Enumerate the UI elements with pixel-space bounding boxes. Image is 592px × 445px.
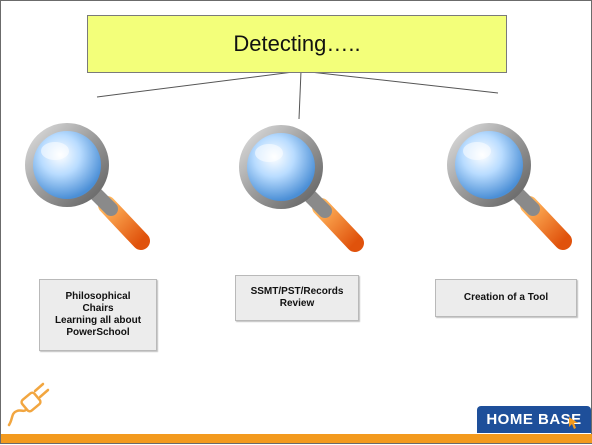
- connector-line-left: [96, 70, 302, 98]
- title-box: Detecting…..: [87, 15, 507, 73]
- bottom-accent-bar: [1, 434, 592, 443]
- plug-icon: [7, 382, 50, 427]
- caption-line: Learning all about: [54, 315, 142, 326]
- caption-box-philosophical-chairs: Philosophical Chairs Learning all about …: [39, 279, 157, 351]
- magnifying-glass-icon: [239, 125, 364, 252]
- magnifying-glass-icon: [447, 123, 572, 250]
- caption-line: Philosophical: [65, 291, 131, 302]
- slide-title: Detecting…..: [233, 31, 361, 56]
- logo-text: HOME BASE: [486, 411, 582, 428]
- connector-line-right: [300, 70, 499, 94]
- magnifying-glass-icon: [25, 123, 150, 250]
- caption-line: SSMT/PST/Records: [250, 286, 344, 297]
- caption-line: Review: [279, 298, 315, 309]
- caption-line: PowerSchool: [66, 327, 130, 338]
- caption-box-creation-of-tool: Creation of a Tool: [435, 279, 577, 317]
- home-base-logo: HOME BASE: [477, 406, 591, 433]
- caption-box-ssmt-review: SSMT/PST/Records Review: [235, 275, 359, 321]
- cursor-icon: [569, 417, 578, 429]
- caption-line: Creation of a Tool: [463, 292, 549, 303]
- connector-line-center: [298, 70, 302, 120]
- caption-line: Chairs: [82, 303, 114, 314]
